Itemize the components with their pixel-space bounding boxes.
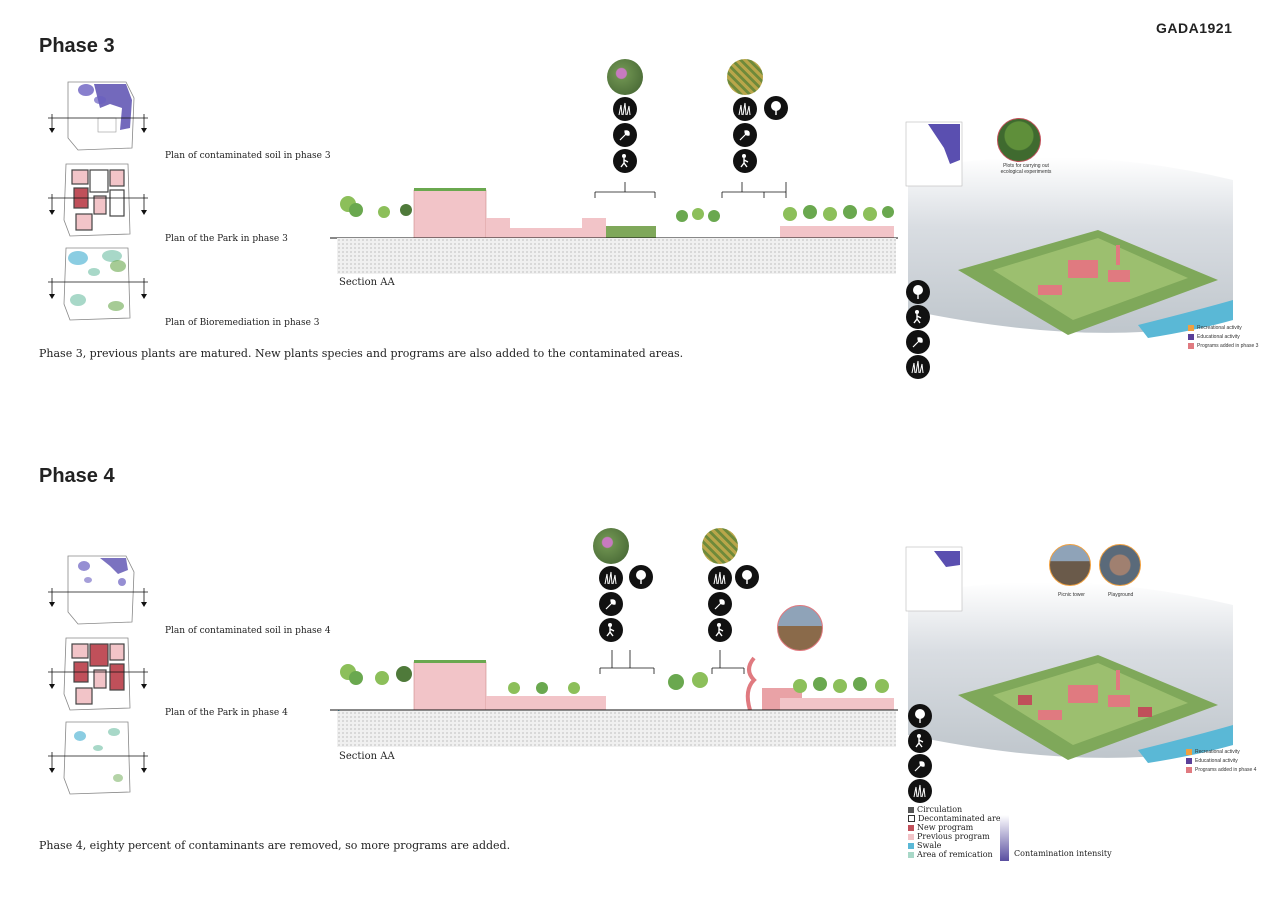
legend-swatch-new-program bbox=[908, 824, 914, 831]
legend-swatch-programs bbox=[1188, 343, 1194, 349]
legend-swatch-recreational bbox=[1186, 749, 1192, 755]
phase3-plan-contaminated bbox=[38, 78, 158, 156]
phase3-description: Phase 3, previous plants are matured. Ne… bbox=[39, 347, 684, 360]
planting-icon bbox=[733, 123, 757, 147]
phase3-section-label: Section AA bbox=[339, 277, 395, 288]
phase4-description: Phase 4, eighty percent of contaminants … bbox=[39, 839, 511, 852]
legend-swatch-programs bbox=[1186, 767, 1192, 773]
tree-icon bbox=[906, 280, 930, 304]
planting-icon bbox=[599, 592, 623, 616]
grass-icon bbox=[613, 97, 637, 121]
phase3-title: Phase 3 bbox=[39, 35, 115, 57]
legend-swatch-previous-program bbox=[908, 833, 914, 840]
phase4-grain-photo bbox=[702, 528, 738, 564]
legend-swatch-remediation bbox=[908, 851, 914, 858]
phase3-icon-column-1 bbox=[613, 97, 637, 173]
grass-icon bbox=[733, 97, 757, 121]
gardener-icon bbox=[708, 618, 732, 642]
legend-swatch-educational bbox=[1188, 334, 1194, 340]
legend-swatch-educational bbox=[1186, 758, 1192, 764]
phase4-plan-park bbox=[38, 634, 158, 714]
phase4-playground-photo bbox=[1099, 544, 1141, 586]
phase4-plan-bioremediation bbox=[38, 718, 158, 798]
gardener-icon bbox=[733, 149, 757, 173]
phase3-aerial-view bbox=[898, 120, 1238, 375]
phase3-callout-label: Plots for carrying out ecological experi… bbox=[1000, 163, 1052, 175]
tree-icon bbox=[629, 565, 653, 589]
contamination-label: Contamination intensity bbox=[1014, 849, 1112, 858]
gardener-icon bbox=[599, 618, 623, 642]
phase4-aerial-icons bbox=[908, 704, 932, 803]
tree-icon bbox=[908, 704, 932, 728]
phase4-flower-photo bbox=[593, 528, 629, 564]
grass-icon bbox=[906, 355, 930, 379]
planting-icon bbox=[906, 330, 930, 354]
phase4-callout-playground: Playground bbox=[1108, 592, 1134, 598]
phase3-flower-photo bbox=[607, 59, 643, 95]
gardener-icon bbox=[908, 729, 932, 753]
phase4-plan-label-2: Plan of the Park in phase 4 bbox=[165, 708, 288, 718]
contamination-gradient bbox=[1000, 815, 1009, 861]
tree-icon bbox=[764, 96, 788, 120]
phase4-section-label: Section AA bbox=[339, 751, 395, 762]
grass-icon bbox=[908, 779, 932, 803]
phase3-aerial-icons bbox=[906, 280, 930, 379]
legend-swatch-recreational bbox=[1188, 325, 1194, 331]
phase4-picnic-photo bbox=[1049, 544, 1091, 586]
grass-icon bbox=[708, 566, 732, 590]
phase4-aerial-view bbox=[898, 545, 1238, 800]
phase3-ground bbox=[337, 238, 896, 274]
planting-icon bbox=[908, 754, 932, 778]
phase3-aerial-legend: Recreational activity Educational activi… bbox=[1188, 325, 1258, 349]
phase4-title: Phase 4 bbox=[39, 465, 115, 487]
phase3-plan-label-3: Plan of Bioremediation in phase 3 bbox=[165, 318, 320, 328]
phase3-icon-column-2 bbox=[733, 97, 757, 173]
phase4-icon-column-2 bbox=[708, 566, 732, 642]
phase3-plan-park bbox=[38, 160, 158, 240]
phase4-ground bbox=[337, 711, 896, 747]
phase4-callout-picnic: Picnic tower bbox=[1058, 592, 1085, 598]
phase4-icon-column-1 bbox=[599, 566, 623, 642]
phase3-grain-photo bbox=[727, 59, 763, 95]
legend-swatch-swale bbox=[908, 842, 914, 849]
phase4-plan-contaminated bbox=[38, 552, 158, 630]
phase4-aerial-legend: Recreational activity Educational activi… bbox=[1186, 749, 1256, 773]
phase3-section bbox=[330, 142, 898, 276]
phase3-plan-bioremediation bbox=[38, 244, 158, 324]
brand-logo: GADA1921 bbox=[1156, 20, 1233, 36]
gardener-icon bbox=[906, 305, 930, 329]
gardener-icon bbox=[613, 149, 637, 173]
phase3-experiment-photo bbox=[997, 118, 1041, 162]
planting-icon bbox=[613, 123, 637, 147]
legend-swatch-decontaminated bbox=[908, 815, 915, 822]
phase4-tower-photo bbox=[777, 605, 823, 651]
planting-icon bbox=[708, 592, 732, 616]
legend-swatch-circulation bbox=[908, 806, 914, 813]
phase3-plan-label-2: Plan of the Park in phase 3 bbox=[165, 234, 288, 244]
tree-icon bbox=[735, 565, 759, 589]
plan-legend: Circulation Decontaminated area New prog… bbox=[908, 805, 1005, 859]
grass-icon bbox=[599, 566, 623, 590]
phase3-plan-label-1: Plan of contaminated soil in phase 3 bbox=[165, 151, 331, 161]
phase4-plan-label-1: Plan of contaminated soil in phase 4 bbox=[165, 626, 331, 636]
